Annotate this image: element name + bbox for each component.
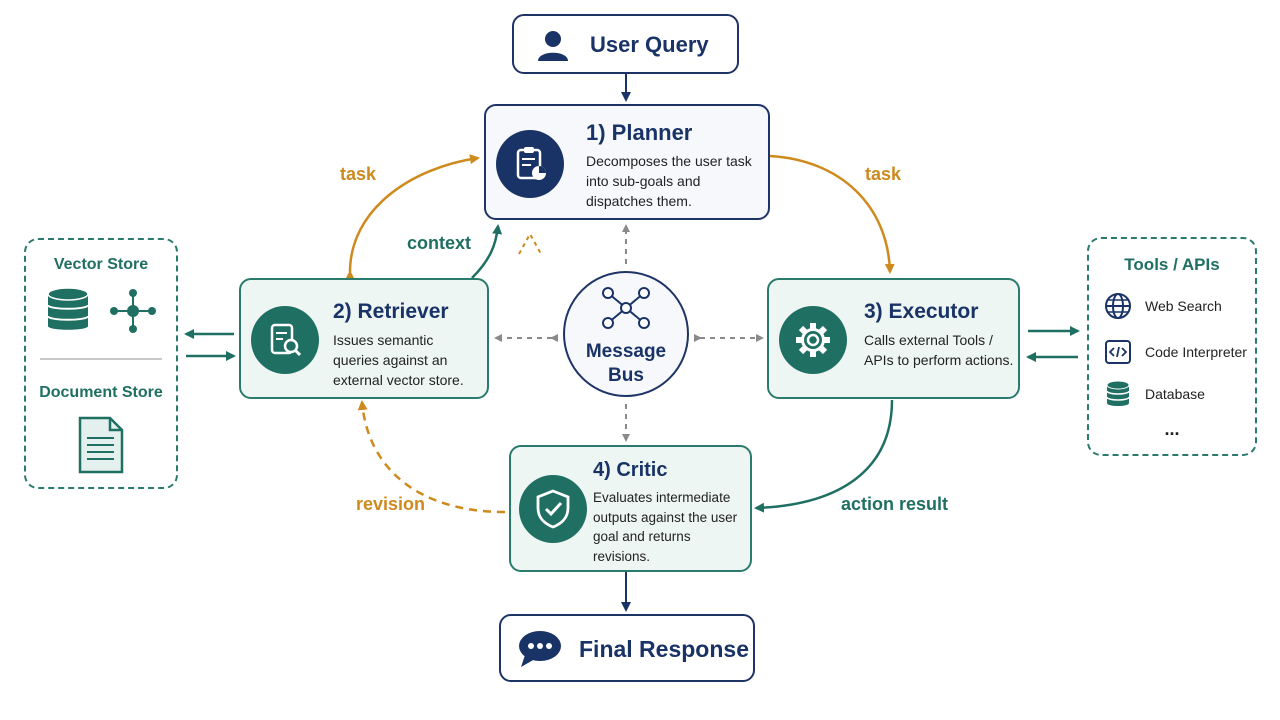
store-divider [40, 358, 162, 360]
embedding-graph-icon [110, 289, 156, 333]
network-hub-icon [602, 287, 650, 329]
retriever-icon-circle [251, 306, 319, 374]
arrow-task-right [769, 154, 895, 274]
tools-more: ... [1164, 419, 1180, 439]
code-icon [1105, 340, 1131, 364]
edge-label-action-result: action result [841, 494, 949, 514]
arrow-revision [357, 400, 506, 514]
executor-box: 3) Executor Calls external Tools / APIs … [767, 278, 1020, 399]
globe-icon [1105, 293, 1131, 319]
executor-desc: Calls external Tools / APIs to perform a… [864, 332, 1014, 368]
user-query-label: User Query [590, 32, 709, 57]
planner-desc: Decomposes the user task into sub-goals … [586, 153, 752, 209]
final-response-box: Final Response [499, 614, 755, 682]
tool-item-web-search: Web Search [1103, 291, 1222, 321]
retriever-desc: Issues semantic queries against an exter… [333, 332, 464, 388]
critic-desc: Evaluates intermediate outputs against t… [593, 490, 738, 564]
clipboard-chart-icon [516, 147, 546, 180]
edge-label-task-left: task [340, 164, 377, 184]
edge-label-task-right: task [865, 164, 902, 184]
store-panel: Vector Store Document Store [24, 238, 178, 489]
user-icon [538, 31, 568, 61]
retriever-box: 2) Retriever Issues semantic queries aga… [239, 278, 489, 399]
database-icon [47, 287, 89, 330]
user-query-box: User Query [512, 14, 739, 74]
document-store-title: Document Store [39, 384, 163, 401]
arrow-action-result [754, 399, 894, 513]
message-bus-line1: Message [585, 341, 667, 362]
chat-bubble-icon [519, 631, 561, 667]
tool-label-web-search: Web Search [1145, 298, 1222, 314]
shield-check-icon [536, 489, 570, 529]
document-search-icon [270, 323, 302, 357]
vector-store-title: Vector Store [53, 256, 149, 273]
document-icon [78, 416, 124, 474]
critic-icon-circle [519, 475, 587, 543]
edge-label-revision: revision [356, 494, 426, 514]
tool-label-code-interpreter: Code Interpreter [1145, 344, 1247, 360]
tools-panel: Tools / APIs Web Search Code Interpreter… [1087, 237, 1257, 456]
tool-item-database: Database [1103, 379, 1205, 409]
executor-icon-circle [779, 306, 847, 374]
tools-title: Tools / APIs [1124, 255, 1220, 274]
message-bus-line2: Bus [608, 365, 644, 386]
tool-label-database: Database [1145, 386, 1205, 402]
critic-title: 4) Critic [593, 459, 668, 481]
executor-title: 3) Executor [864, 300, 979, 323]
dashed-caret [518, 231, 542, 255]
arrow-task-left [344, 154, 480, 281]
planner-icon-circle [496, 130, 564, 198]
arrow-context [471, 224, 503, 279]
gear-icon [796, 323, 830, 357]
retriever-title: 2) Retriever [333, 300, 449, 323]
critic-box: 4) Critic Evaluates intermediate outputs… [509, 445, 752, 572]
tool-item-code-interpreter: Code Interpreter [1103, 337, 1247, 367]
edge-label-context: context [407, 233, 472, 253]
planner-title: 1) Planner [586, 120, 693, 145]
database-icon [1106, 380, 1130, 406]
final-response-label: Final Response [579, 636, 749, 662]
message-bus-circle: Message Bus [563, 271, 689, 397]
planner-box: 1) Planner Decomposes the user task into… [484, 104, 770, 220]
